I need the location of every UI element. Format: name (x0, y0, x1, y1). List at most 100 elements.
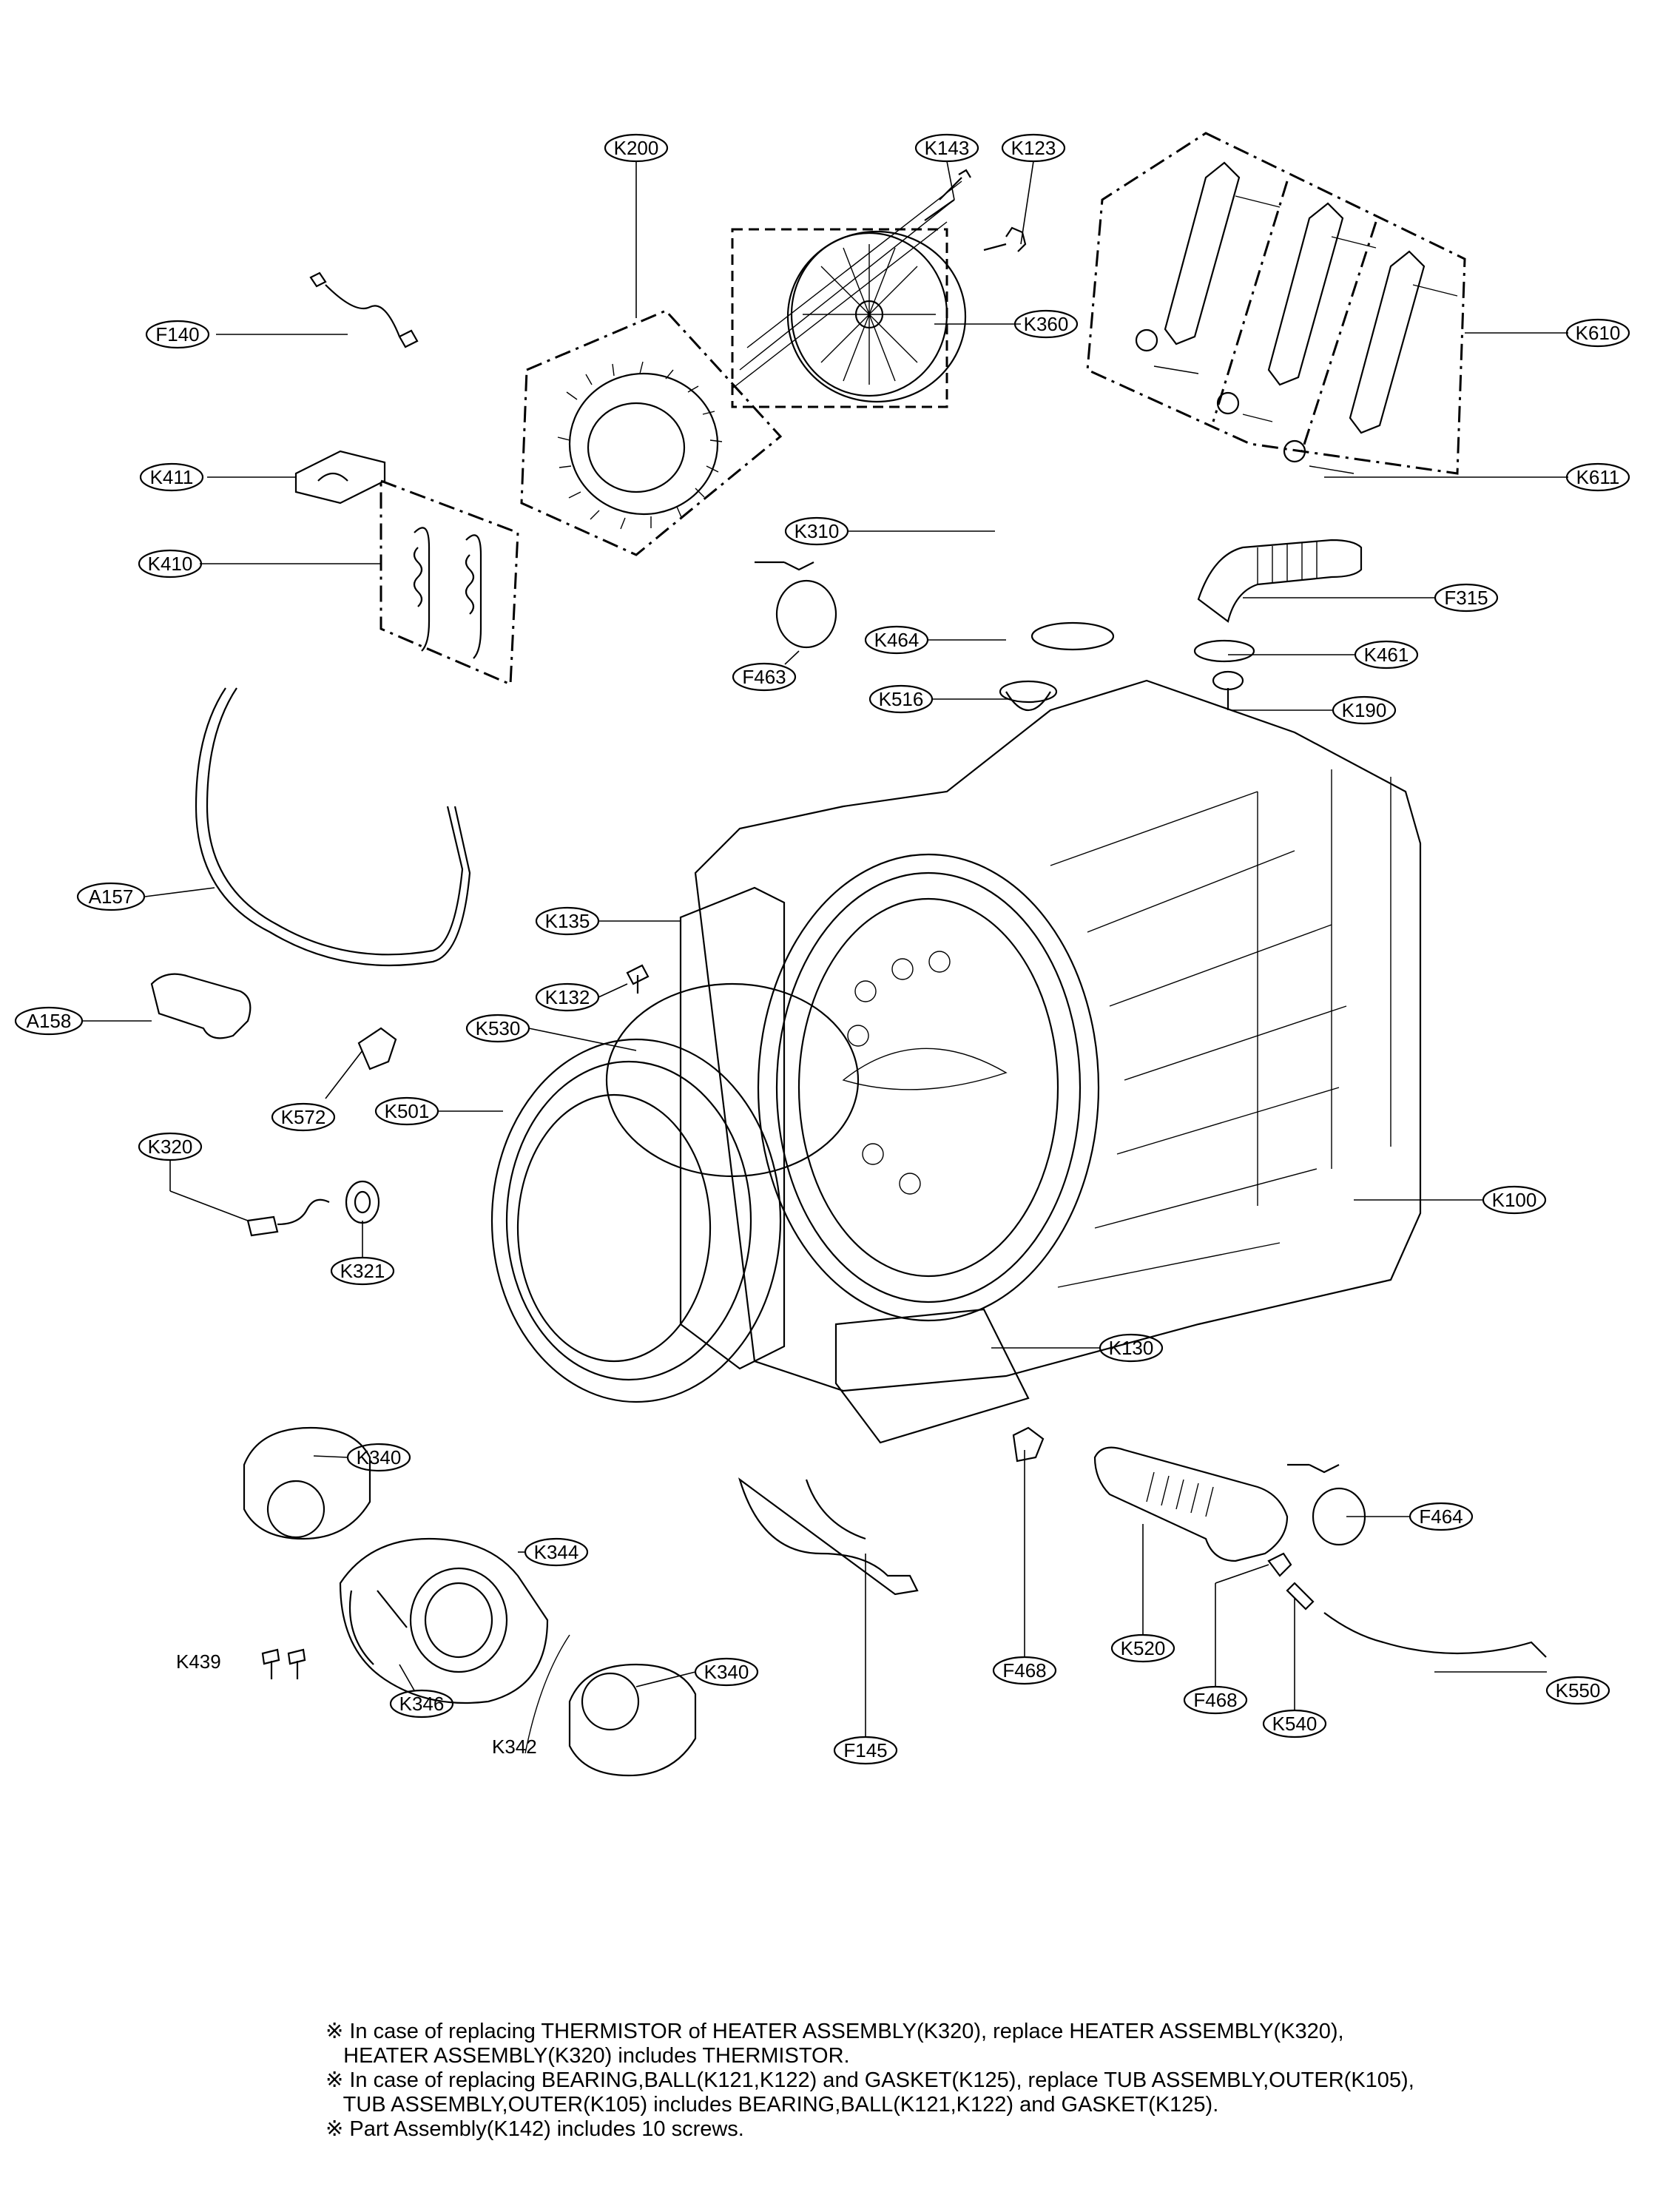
hose-k520 (1093, 1446, 1289, 1562)
spring-group-frame (379, 479, 519, 687)
callout-label: K360 (1024, 313, 1069, 335)
callout-label: K501 (385, 1100, 430, 1122)
callout-label: K410 (148, 553, 193, 575)
callout-label: K143 (925, 137, 970, 159)
callout-f468-right: F468 (1183, 1685, 1248, 1715)
callout-k610: K610 (1565, 318, 1630, 348)
callout-k132: K132 (535, 982, 600, 1012)
footnotes: ※ In case of replacing THERMISTOR of HEA… (325, 2020, 1620, 2142)
stator-drawing (557, 361, 723, 530)
callout-label: K340 (704, 1661, 749, 1683)
footnote-line: ※ In case of replacing THERMISTOR of HEA… (325, 2020, 1344, 2043)
callout-k572: K572 (271, 1102, 336, 1132)
callout-label: K411 (150, 466, 194, 488)
callout-label: F464 (1419, 1505, 1463, 1528)
callout-label: K310 (795, 520, 840, 542)
callout-f315: F315 (1434, 583, 1499, 613)
callout-label: F315 (1444, 587, 1488, 609)
pump-motor-k340b (568, 1663, 697, 1777)
callout-label: F463 (742, 666, 786, 688)
group-frames (379, 132, 1466, 687)
front-tub-drawing (679, 886, 1030, 1444)
callout-label: K540 (1272, 1713, 1318, 1735)
callout-k411: K411 (139, 462, 204, 492)
callout-label: K200 (614, 137, 659, 159)
outer-tub-drawing (694, 679, 1422, 1392)
callout-label: K135 (545, 910, 590, 932)
callout-k461: K461 (1354, 640, 1419, 670)
footnote-line: ※ Part Assembly(K142) includes 10 screws… (325, 2117, 744, 2141)
hose-a157 (195, 687, 471, 967)
footnote-line: TUB ASSEMBLY,OUTER(K105) includes BEARIN… (325, 2093, 1219, 2117)
callout-label: K572 (281, 1106, 326, 1128)
callout-label: K550 (1556, 1679, 1601, 1702)
callout-label: K123 (1011, 137, 1056, 159)
callout-k540: K540 (1262, 1709, 1327, 1738)
callout-label: K346 (399, 1693, 445, 1715)
callout-k611: K611 (1565, 462, 1630, 492)
footnote-line: HEATER ASSEMBLY(K320) includes THERMISTO… (325, 2044, 850, 2068)
gasket-drawing (490, 982, 860, 1403)
callout-f468-left: F468 (992, 1656, 1057, 1685)
callout-label: K344 (534, 1541, 579, 1563)
callout-k310: K310 (784, 516, 849, 546)
callout-f145: F145 (833, 1736, 898, 1765)
callout-f464: F464 (1409, 1502, 1474, 1531)
callout-label: K190 (1342, 699, 1387, 721)
callout-k100: K100 (1482, 1185, 1547, 1215)
part-drawings (150, 161, 1547, 1777)
label-k342: K342 (492, 1736, 537, 1758)
callout-k464: K464 (864, 625, 929, 655)
callout-label: K464 (874, 629, 920, 651)
label-k439: K439 (176, 1650, 221, 1673)
callout-k346: K346 (389, 1689, 454, 1719)
wire-harness-f145 (738, 1477, 919, 1596)
callout-k410: K410 (138, 549, 203, 579)
callout-k360: K360 (1013, 309, 1079, 339)
callout-k143: K143 (914, 133, 979, 163)
rotor-drawing (732, 181, 967, 403)
pump-body-k344 (339, 1537, 549, 1704)
callout-k550: K550 (1545, 1676, 1610, 1705)
callout-k130: K130 (1099, 1333, 1164, 1363)
callout-a158: A158 (14, 1006, 84, 1036)
callout-k516: K516 (868, 684, 934, 714)
wire-harness-f140 (309, 272, 419, 348)
callout-label: A157 (89, 886, 134, 908)
callout-a157: A157 (76, 882, 146, 911)
callout-label: F140 (155, 323, 199, 345)
callout-label: K461 (1364, 644, 1409, 666)
callout-k340-lower: K340 (694, 1657, 759, 1687)
hose-a158 (150, 973, 252, 1039)
callout-k340-upper: K340 (346, 1443, 411, 1472)
callout-k123: K123 (1001, 133, 1066, 163)
callout-k501: K501 (374, 1096, 439, 1126)
callout-k135: K135 (535, 906, 600, 936)
callout-label: K130 (1109, 1337, 1154, 1359)
callout-k344: K344 (524, 1537, 589, 1567)
callout-k320: K320 (138, 1132, 203, 1161)
callout-k190: K190 (1332, 695, 1397, 725)
hose-f315 (1197, 539, 1363, 623)
callout-f140: F140 (145, 320, 210, 349)
callout-k321: K321 (330, 1256, 395, 1286)
callout-k520: K520 (1110, 1633, 1175, 1663)
callout-label: K100 (1492, 1189, 1537, 1211)
callout-label: K340 (357, 1446, 402, 1468)
callout-label: K320 (148, 1136, 193, 1158)
callout-label: K321 (340, 1260, 385, 1282)
damper-drawings (1135, 161, 1458, 474)
callout-label: F468 (1193, 1689, 1237, 1711)
callout-label: K610 (1576, 322, 1621, 344)
callout-k200: K200 (604, 133, 669, 163)
footnote-line: ※ In case of replacing BEARING,BALL(K121… (325, 2068, 1414, 2092)
pump-motor-k340a (243, 1426, 371, 1540)
callout-label: K530 (476, 1017, 521, 1039)
callout-label: K132 (545, 986, 590, 1008)
damper-group-frame (1086, 132, 1466, 475)
callout-label: K520 (1121, 1637, 1166, 1659)
callout-label: F468 (1002, 1659, 1046, 1682)
stator-group-frame (520, 309, 783, 556)
callout-label: A158 (27, 1010, 72, 1032)
